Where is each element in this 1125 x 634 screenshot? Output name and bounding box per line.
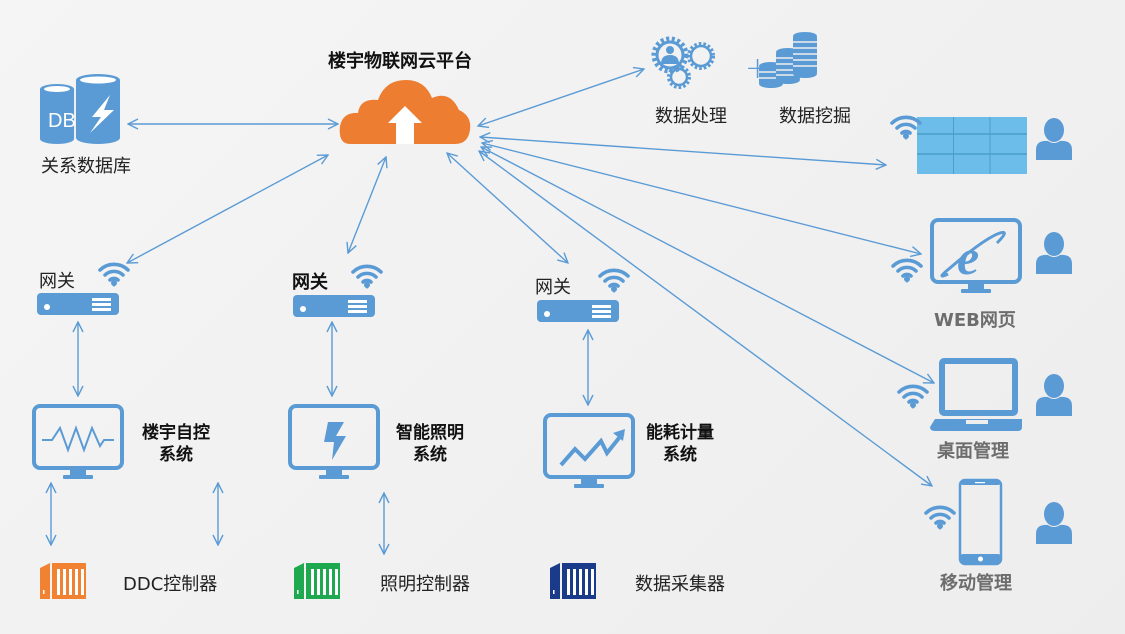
system-label-line2: 系统 — [413, 445, 447, 465]
user-icon — [1036, 232, 1072, 274]
waveform-monitor-icon — [32, 404, 124, 481]
router-icon — [537, 300, 619, 322]
database-icon-text: DB — [48, 110, 76, 132]
wifi-icon — [924, 505, 956, 532]
arrow-cloud-data-processing — [478, 69, 644, 126]
arrow-cloud-mobile — [479, 151, 932, 486]
data-mining-label: 数据挖掘 — [779, 106, 851, 127]
connectors — [51, 69, 934, 554]
gears-user-icon — [651, 36, 715, 89]
video-wall-icon — [917, 117, 1027, 174]
system-label-line2: 系统 — [663, 445, 697, 465]
system-label-line1: 楼宇自控 — [142, 423, 210, 443]
system-label-lighting: 智能照明 系统 — [396, 422, 464, 466]
wifi-icon — [891, 258, 923, 285]
lighting-controller-label: 照明控制器 — [380, 574, 470, 595]
arrow-cloud-web — [482, 143, 921, 254]
data-processing-label: 数据处理 — [655, 106, 727, 127]
user-icon — [1036, 374, 1072, 416]
gateway-label: 网关 — [292, 272, 328, 293]
wifi-icon — [598, 268, 630, 295]
data-collector-icon — [550, 563, 596, 599]
ddc-controller-label: DDC控制器 — [123, 574, 218, 595]
data-collector-label: 数据采集器 — [635, 574, 725, 595]
database-label: 关系数据库 — [41, 156, 131, 177]
desktop-label: 桌面管理 — [937, 441, 1009, 462]
web-browser-monitor-icon: e — [930, 218, 1022, 295]
arrow-cloud-gateway-1 — [127, 155, 328, 263]
lighting-controller-icon — [294, 563, 340, 599]
laptop-icon — [930, 358, 1022, 431]
wifi-icon — [890, 115, 922, 142]
gateway-label: 网关 — [535, 277, 571, 298]
wifi-icon — [351, 264, 383, 291]
user-icon — [1036, 502, 1072, 544]
system-label-bas: 楼宇自控 系统 — [142, 422, 210, 466]
mobile-label: 移动管理 — [940, 573, 1012, 594]
user-icon — [1036, 118, 1072, 160]
smartphone-icon — [958, 478, 1003, 566]
arrow-cloud-gateway-3 — [447, 153, 568, 263]
cloud-platform-title: 楼宇物联网云平台 — [328, 51, 472, 72]
lightning-monitor-icon — [288, 404, 380, 481]
router-icon — [37, 293, 119, 315]
system-label-energy: 能耗计量 系统 — [646, 422, 714, 466]
system-label-line2: 系统 — [159, 445, 193, 465]
arrow-cloud-desktop — [481, 147, 934, 383]
system-label-line1: 智能照明 — [396, 423, 464, 443]
cloud-upload-icon — [339, 80, 471, 144]
router-icon — [293, 295, 375, 317]
arrow-cloud-gateway-2 — [348, 157, 386, 253]
trend-monitor-icon — [543, 413, 635, 490]
gateway-label: 网关 — [39, 271, 75, 292]
web-label: WEB网页 — [934, 310, 1016, 331]
svg-text:e: e — [957, 229, 979, 285]
wifi-icon — [98, 262, 130, 289]
wifi-icon — [897, 384, 929, 411]
database-icon: DB — [40, 74, 120, 144]
system-label-line1: 能耗计量 — [646, 423, 714, 443]
ddc-controller-icon — [40, 563, 86, 599]
arrow-cloud-video-wall — [480, 137, 886, 165]
coin-stacks-icon — [759, 32, 817, 88]
